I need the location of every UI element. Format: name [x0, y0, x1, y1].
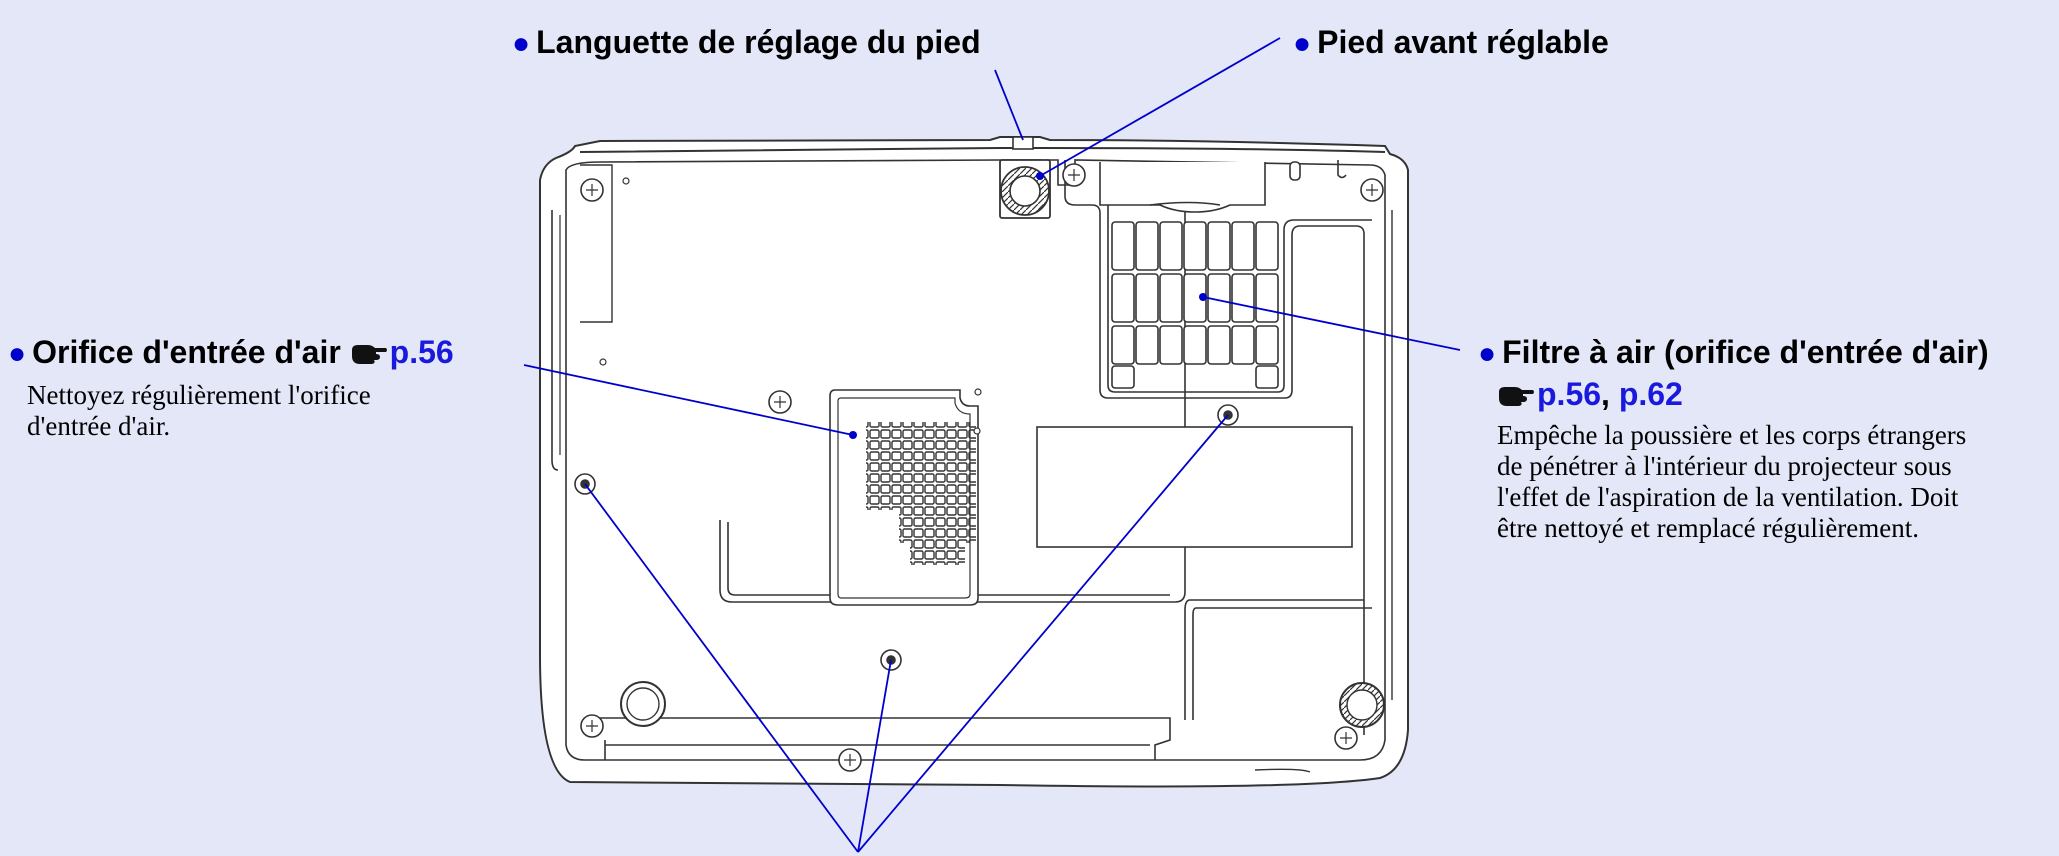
- description-line: l'effet de l'aspiration de la ventilatio…: [1497, 482, 1959, 512]
- page-reference-link[interactable]: p.56: [350, 334, 454, 370]
- callout-air-intake: ●Orifice d'entrée d'air p.56 Nettoyez ré…: [8, 332, 454, 442]
- description-line: d'entrée d'air.: [27, 411, 171, 441]
- leader-dots: [849, 172, 1207, 439]
- bullet-icon: ●: [1293, 27, 1312, 60]
- rear-feet: [620, 681, 1385, 728]
- description-line: être nettoyé et remplacé régulièrement.: [1497, 513, 1920, 543]
- reference-separator: ,: [1601, 376, 1610, 412]
- air-filter-grille: [1111, 221, 1279, 389]
- page-reference-link[interactable]: p.62: [1619, 376, 1683, 412]
- pointing-hand-icon: [351, 345, 387, 364]
- description-line: Nettoyez régulièrement l'orifice: [27, 380, 371, 410]
- air-intake-panel: [829, 388, 982, 606]
- page-reference-text: p.56: [1537, 376, 1602, 412]
- callout-title: Languette de réglage du pied: [536, 24, 981, 60]
- callout-title: Pied avant réglable: [1317, 24, 1609, 60]
- page-reference-text: p.62: [1618, 376, 1683, 412]
- top-bridge: [1099, 160, 1347, 213]
- page-reference-link[interactable]: p.56: [1497, 376, 1601, 412]
- callout-title: Filtre à air (orifice d'entrée d'air): [1502, 334, 1989, 370]
- bullet-icon: ●: [8, 337, 27, 370]
- right-panel: [1036, 426, 1353, 548]
- bullet-icon: ●: [512, 27, 531, 60]
- pointing-hand-icon: [1499, 387, 1534, 406]
- right-channel: [1064, 160, 1372, 735]
- page-reference-text: p.56: [389, 334, 454, 370]
- description-line: de pénétrer à l'intérieur du projecteur …: [1497, 451, 1952, 481]
- callout-adjustable-front-foot: ●Pied avant réglable: [1293, 22, 1609, 64]
- callout-title: Orifice d'entrée d'air: [32, 334, 341, 370]
- callout-foot-adjust-tab: ●Languette de réglage du pied: [512, 22, 981, 64]
- callout-air-filter: ●Filtre à air (orifice d'entrée d'air) p…: [1478, 332, 1989, 544]
- description-line: Empêche la poussière et les corps étrang…: [1497, 420, 1967, 450]
- leader-lines: [523, 37, 1461, 853]
- bullet-icon: ●: [1478, 337, 1497, 370]
- screws: [580, 163, 1384, 772]
